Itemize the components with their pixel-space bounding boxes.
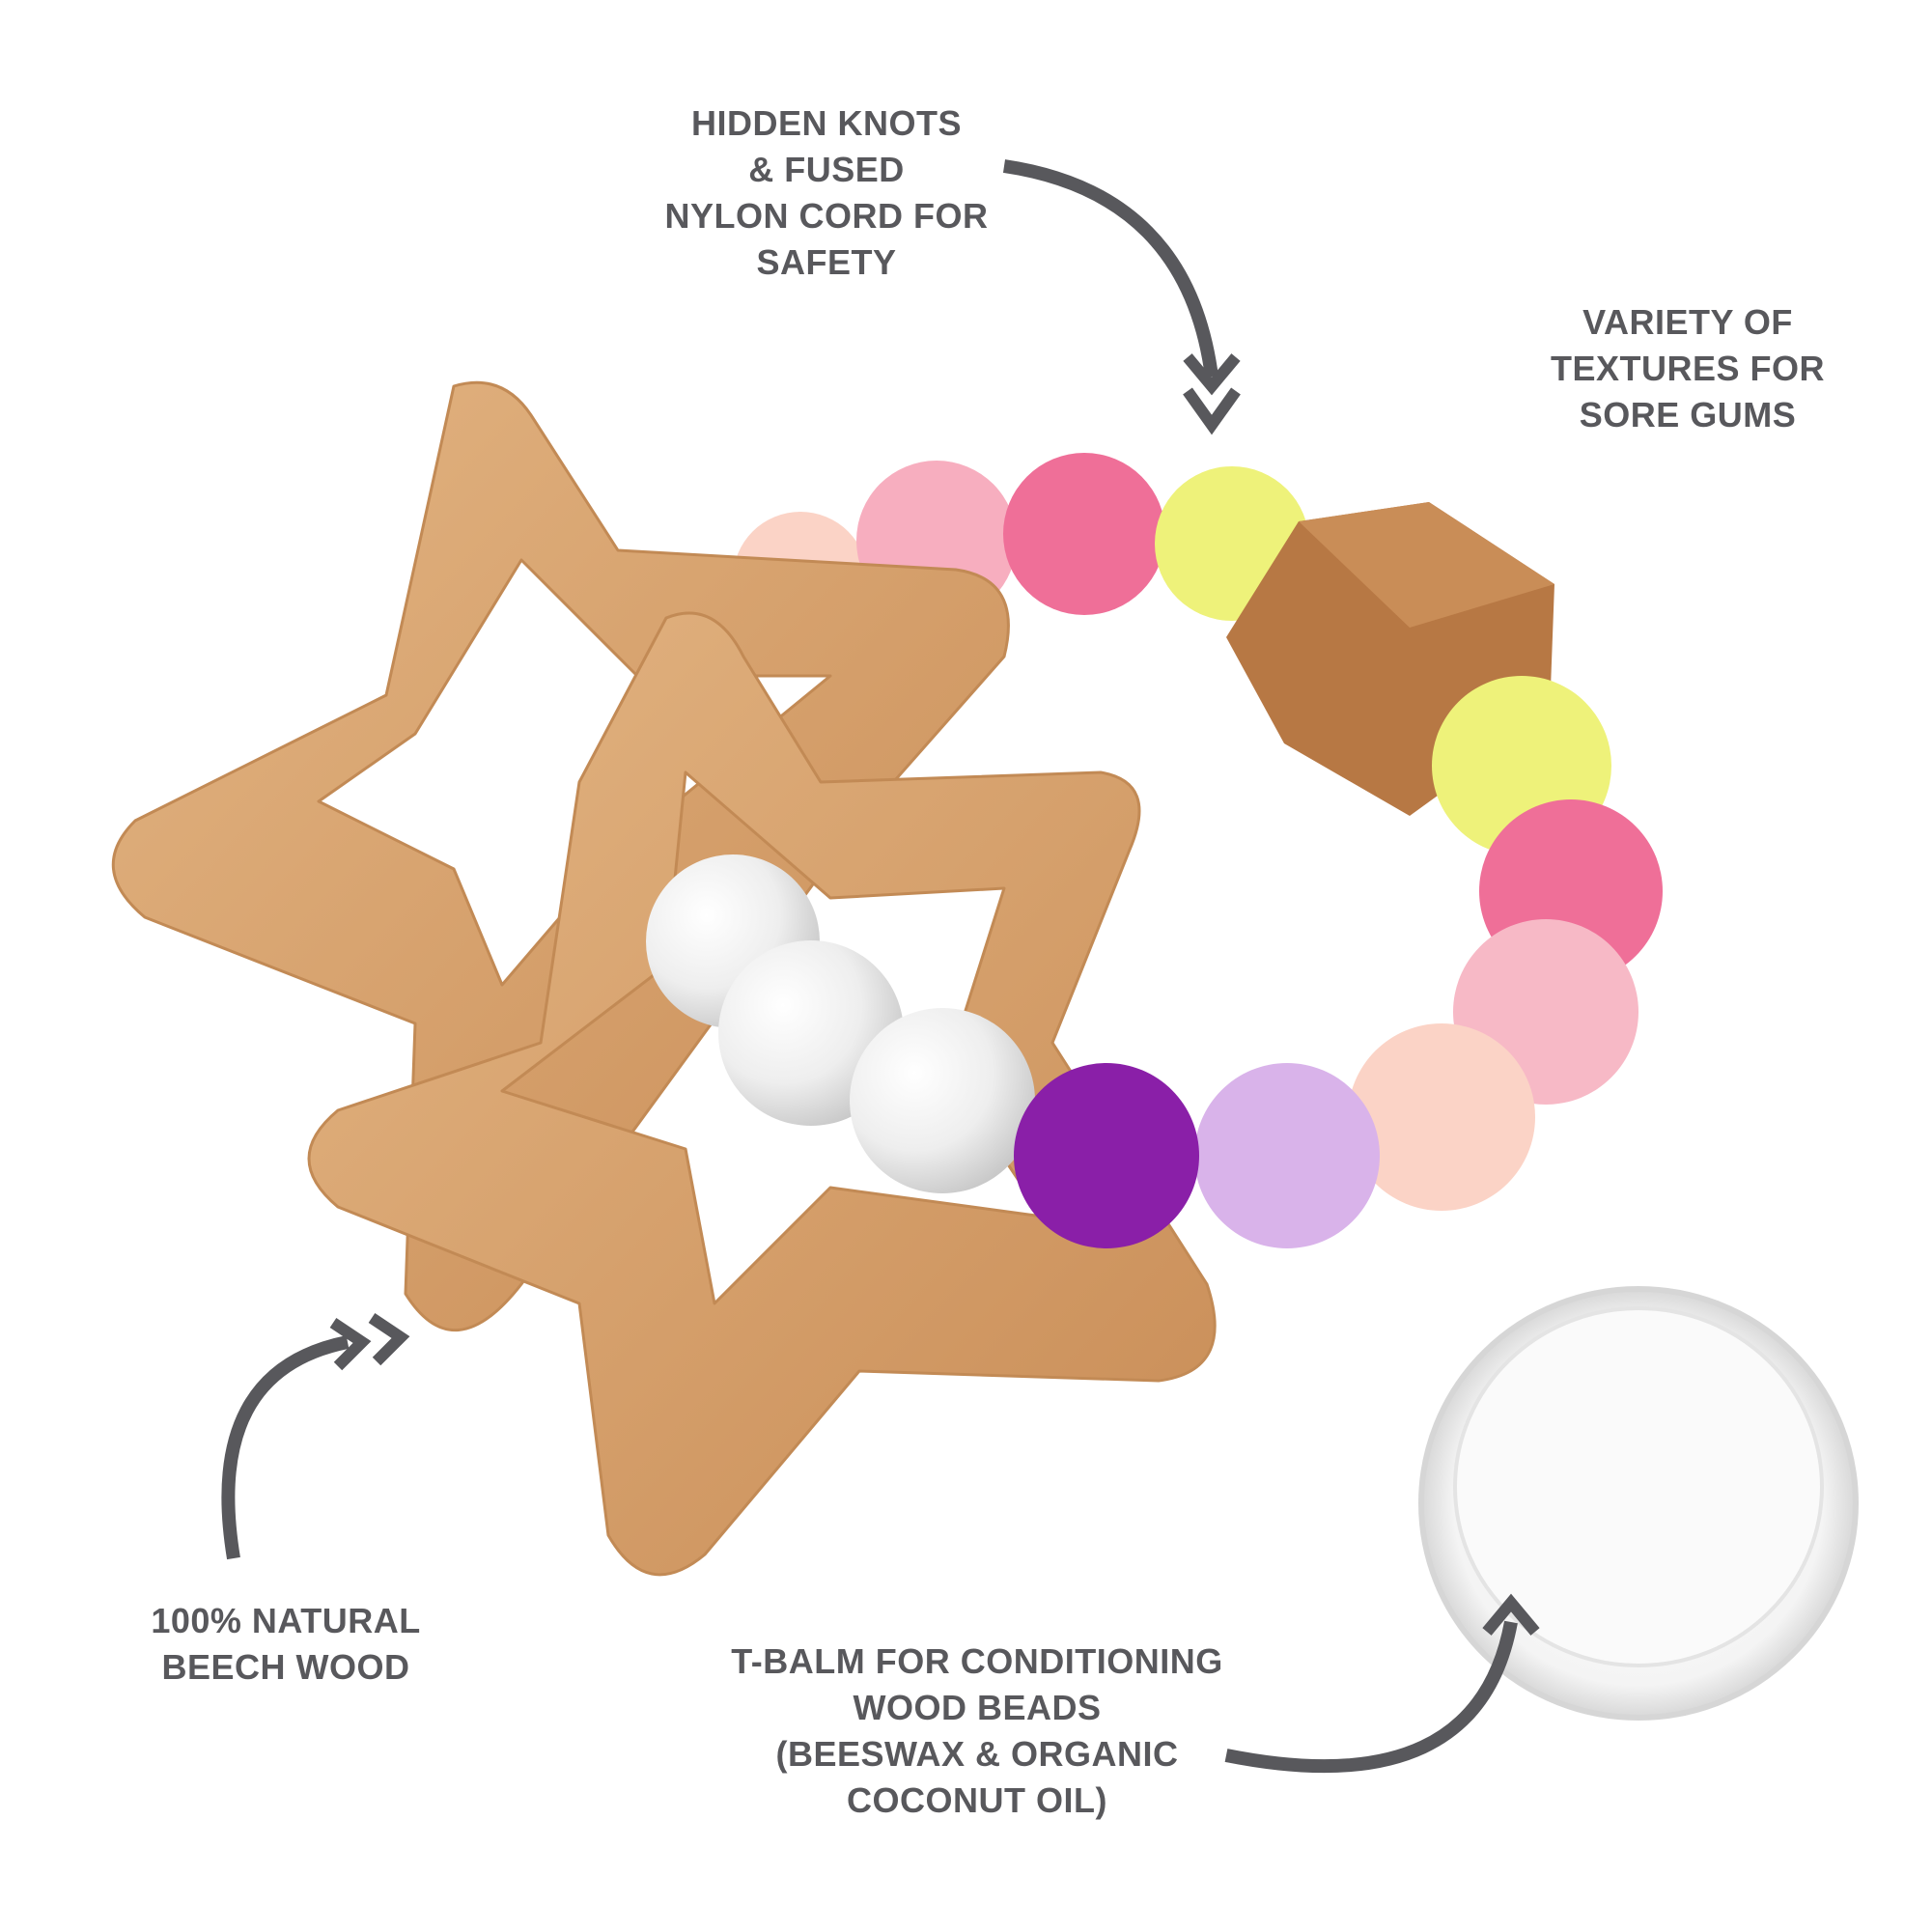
callout-textures: VARIETY OF TEXTURES FOR SORE GUMS <box>1551 299 1825 438</box>
bead-purple <box>1014 1063 1199 1248</box>
callout-line: & FUSED <box>748 150 905 189</box>
callout-line: SORE GUMS <box>1579 395 1797 434</box>
bead-peach <box>1348 1023 1535 1211</box>
callout-line: T-BALM FOR CONDITIONING <box>731 1641 1223 1681</box>
arrow-to-cord-icon <box>1002 159 1241 435</box>
callout-line: TEXTURES FOR <box>1550 349 1826 388</box>
t-balm-jar <box>1418 1286 1859 1721</box>
callout-line: WOOD BEADS <box>853 1688 1102 1727</box>
arrow-to-balm-icon <box>1224 1593 1540 1774</box>
callout-line: COCONUT OIL) <box>847 1780 1107 1820</box>
callout-line: BEECH WOOD <box>161 1647 410 1687</box>
callout-line: SAFETY <box>756 242 897 282</box>
callout-t-balm: T-BALM FOR CONDITIONING WOOD BEADS (BEES… <box>731 1638 1222 1824</box>
callout-line: NYLON CORD FOR <box>664 196 989 236</box>
wooden-star-teether-front <box>307 611 1217 1577</box>
callout-line: 100% NATURAL <box>151 1601 421 1640</box>
callout-line: (BEESWAX & ORGANIC <box>775 1734 1179 1774</box>
bead-pearl-3 <box>850 1008 1035 1193</box>
callout-hidden-knots: HIDDEN KNOTS & FUSED NYLON CORD FOR SAFE… <box>665 100 989 286</box>
arrow-to-wood-icon <box>221 1313 410 1560</box>
bead-lavender <box>1194 1063 1380 1248</box>
bead-pink-hot <box>1003 453 1165 615</box>
callout-line: VARIETY OF <box>1582 302 1793 342</box>
callout-line: HIDDEN KNOTS <box>690 103 962 143</box>
callout-beech-wood: 100% NATURAL BEECH WOOD <box>151 1598 420 1691</box>
